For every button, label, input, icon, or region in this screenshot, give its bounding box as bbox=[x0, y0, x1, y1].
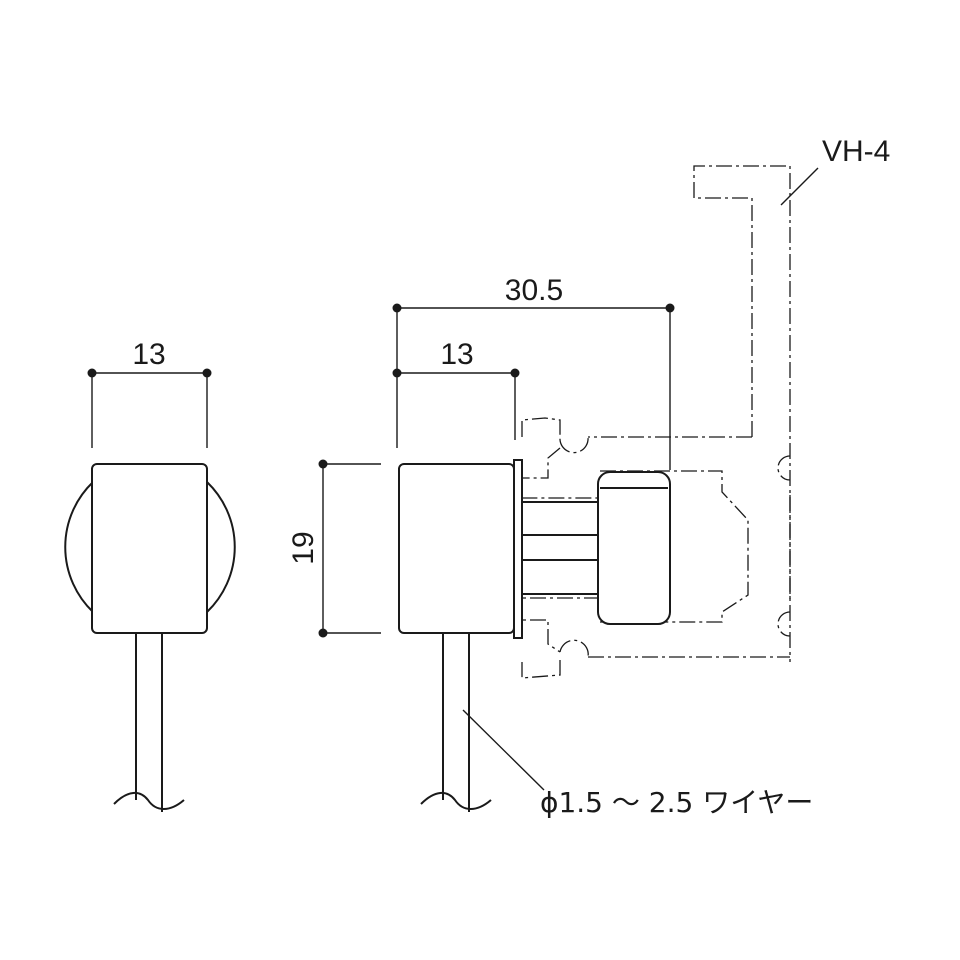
side-knob bbox=[597, 471, 671, 625]
height-dot-top bbox=[318, 459, 328, 469]
hanger-lower-clip bbox=[521, 660, 561, 679]
front-width-label: 13 bbox=[132, 338, 165, 371]
hanger-lower-notch bbox=[559, 639, 589, 658]
height-dot-bottom bbox=[318, 628, 328, 638]
height-label: 19 bbox=[287, 531, 320, 564]
hanger-lower-lip bbox=[521, 597, 600, 653]
front-wire-break bbox=[113, 792, 185, 810]
hanger-knob-socket bbox=[600, 470, 749, 623]
hanger-right-notch-upper bbox=[777, 455, 791, 481]
front-width-dot-left bbox=[87, 368, 97, 378]
side-width-dimension: 13 bbox=[392, 338, 520, 440]
hanger-leader-line bbox=[780, 167, 819, 206]
hanger-upper-clip bbox=[521, 417, 561, 440]
side-body-block bbox=[398, 463, 515, 634]
side-width-dot-right bbox=[510, 368, 520, 378]
hanger-right-notch-lower bbox=[777, 611, 791, 637]
side-width-dot-left bbox=[392, 368, 402, 378]
front-cap-right-arc bbox=[206, 481, 236, 613]
front-body-block bbox=[91, 463, 208, 634]
front-cap-left-arc bbox=[64, 481, 94, 613]
depth-dot-right bbox=[665, 303, 675, 313]
side-shaft bbox=[521, 501, 601, 595]
depth-label: 30.5 bbox=[505, 274, 563, 307]
hanger-upper-notch bbox=[559, 436, 589, 454]
wire-leader-line bbox=[462, 709, 545, 791]
hanger-callout: VH-4 bbox=[780, 135, 890, 206]
hanger-model-label: VH-4 bbox=[822, 135, 890, 168]
wire-callout: ϕ1.5 ～ 2.5 ワイヤー bbox=[462, 709, 813, 819]
vh4-hanger-phantom bbox=[521, 165, 791, 679]
front-width-dot-right bbox=[202, 368, 212, 378]
shaft-body bbox=[521, 501, 601, 595]
side-wire-break bbox=[420, 792, 492, 810]
hanger-upper-lip bbox=[521, 447, 600, 499]
washer-plate bbox=[513, 459, 523, 639]
side-wire bbox=[420, 633, 492, 812]
height-dimension: 19 bbox=[287, 459, 381, 638]
knob-body bbox=[597, 471, 671, 625]
side-width-label: 13 bbox=[440, 338, 473, 371]
wire-spec-label: ϕ1.5 ～ 2.5 ワイヤー bbox=[540, 786, 813, 819]
depth-dot-left bbox=[392, 303, 402, 313]
overall-depth-dimension: 30.5 bbox=[392, 274, 675, 470]
side-view: 30.5 13 19 VH-4 ϕ1.5 ～ 2.5 ワイヤー bbox=[287, 135, 890, 819]
front-view: 13 bbox=[64, 338, 236, 812]
hanger-hook-outline bbox=[693, 165, 791, 662]
